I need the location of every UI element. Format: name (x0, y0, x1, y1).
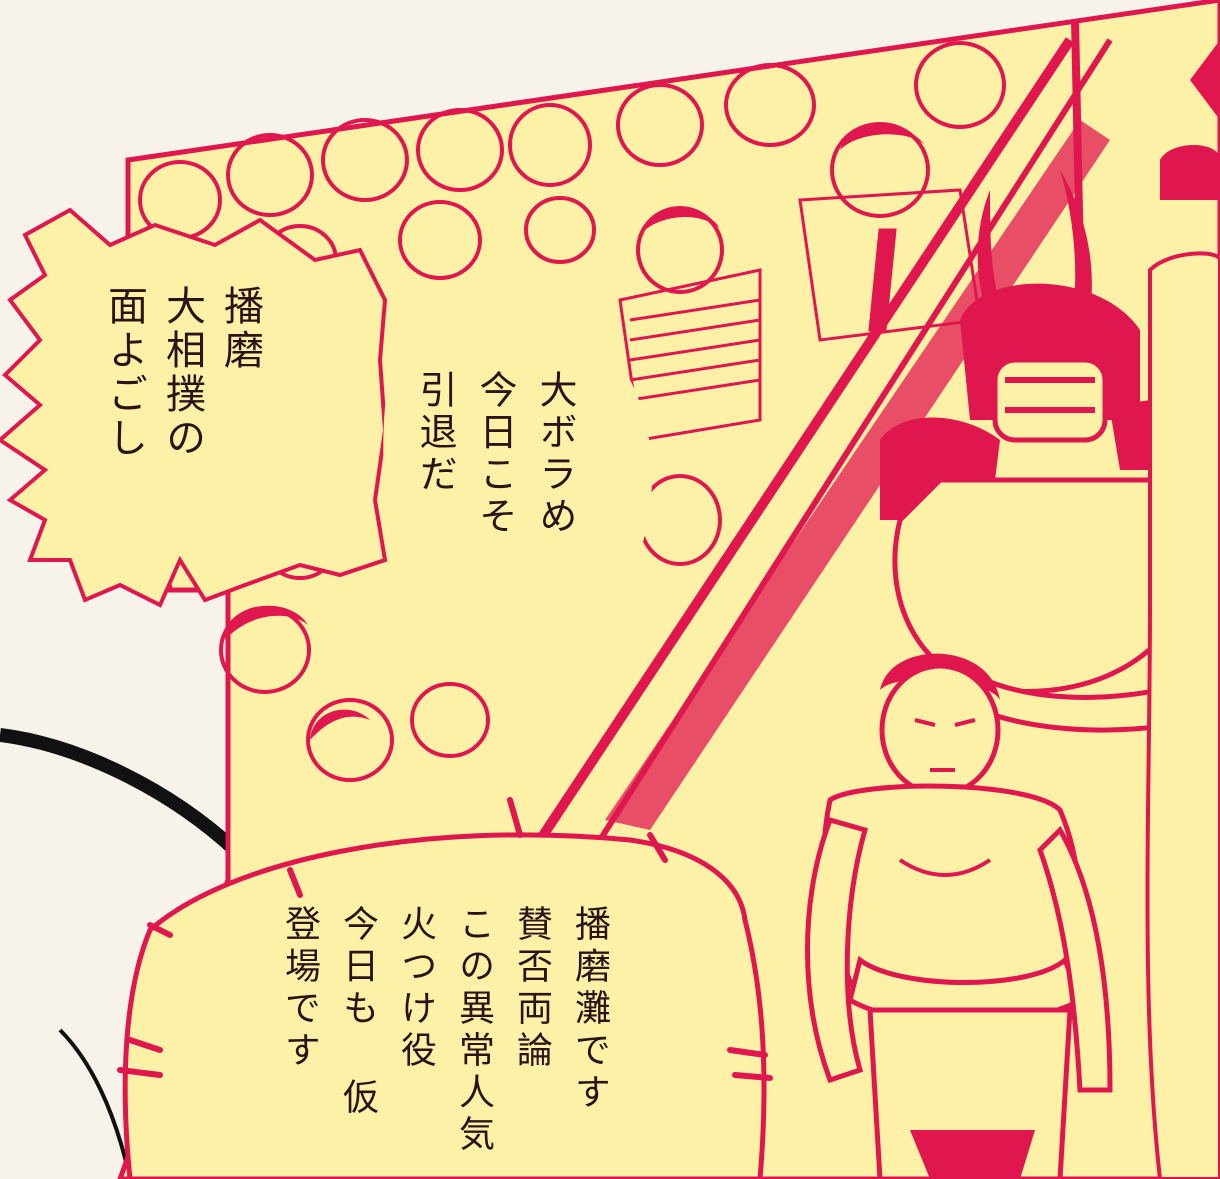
crowd-speech-text: 大ボラめ 今日こそ 引退だ (405, 370, 585, 538)
speed-line (0, 728, 240, 856)
crowd-speech-line: 今日こそ (473, 370, 517, 538)
narration-line: 賛否両論 (511, 905, 552, 1073)
shout-line: 面よごし (101, 285, 147, 461)
crowd-speech-line: 大ボラめ (533, 370, 577, 538)
crowd-hair (225, 124, 925, 740)
narration-line: 登場です (279, 905, 320, 1073)
sumo-wrestler (805, 653, 1113, 1179)
wrestler-edge (1145, 40, 1220, 1179)
narration-bubble (122, 832, 767, 1179)
crowd-speech-line: 引退だ (413, 370, 457, 496)
shout-text: 播磨 大相撲の 面よごし (95, 285, 269, 461)
crowd-speech-bubble (383, 306, 652, 643)
narration-bubble-ties (117, 797, 773, 1081)
narration-line: 今日も 仮 (337, 905, 378, 1120)
narration-line: 播磨灘です (569, 905, 610, 1115)
shout-line: 大相撲の (159, 285, 205, 461)
armored-samurai (880, 170, 1220, 733)
narration-line: この異常人気 (453, 905, 494, 1157)
shout-bubble (0, 207, 388, 608)
shout-line: 播磨 (217, 285, 263, 373)
speed-line (58, 1028, 132, 1179)
narration-text: 播磨灘です 賛否両論 この異常人気 火つけ役 今日も 仮 登場です (270, 905, 618, 1157)
narration-line: 火つけ役 (395, 905, 436, 1073)
